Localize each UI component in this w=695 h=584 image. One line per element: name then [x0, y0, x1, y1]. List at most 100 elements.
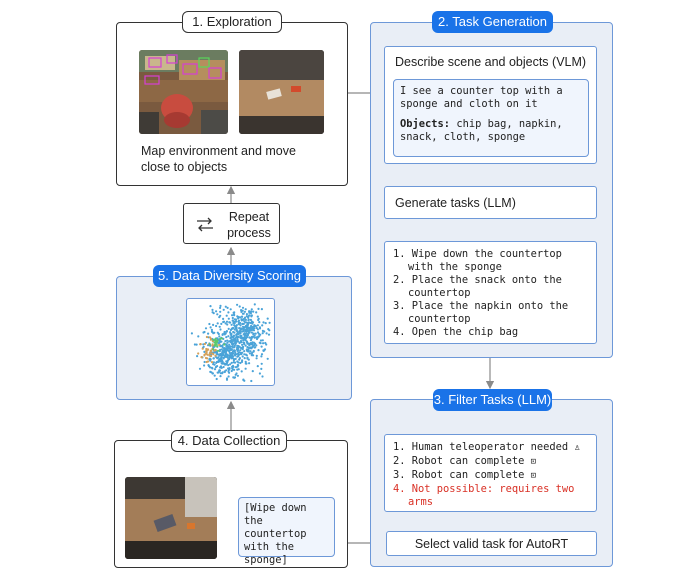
scatter-point: [227, 364, 230, 367]
scatter-point: [252, 329, 256, 332]
scatter-point: [204, 356, 208, 360]
scatter-point: [248, 331, 251, 334]
scatter-point: [218, 339, 221, 342]
scatter-point: [227, 335, 230, 338]
scatter-point: [216, 345, 219, 348]
scatter-point: [259, 339, 263, 342]
scatter-point: [262, 321, 265, 324]
scatter-point: [213, 331, 216, 334]
vlm-label: Describe scene and objects (VLM): [395, 55, 587, 69]
scatter-point: [210, 354, 213, 358]
scatter-point: [249, 350, 252, 353]
scatter-point: [204, 327, 208, 330]
scatter-point: [224, 340, 227, 343]
scatter-point: [222, 365, 225, 369]
scatter-point: [216, 365, 219, 368]
scatter-point: [235, 353, 238, 356]
scatter-point: [257, 349, 260, 352]
scatter-point: [240, 370, 243, 373]
scatter-point: [239, 324, 242, 327]
scatter-point: [225, 320, 229, 323]
scatter-point: [252, 310, 255, 313]
scatter-point: [266, 357, 269, 360]
scatter-point: [232, 346, 235, 349]
scatter-point: [243, 357, 246, 360]
scatter-point: [236, 332, 239, 335]
scatter-point: [213, 363, 216, 366]
filter-title: 3. Filter Tasks (LLM): [433, 389, 552, 411]
scatter-point: [247, 316, 250, 319]
scatter-point: [216, 331, 219, 334]
scatter-point: [251, 325, 254, 328]
exploration-counter-image: [239, 50, 324, 134]
scatter-point: [239, 361, 242, 365]
scatter-point: [245, 332, 248, 335]
scatter-point: [220, 340, 223, 343]
scatter-point: [216, 371, 219, 374]
scatter-point: [215, 324, 218, 328]
scatter-point: [216, 322, 219, 325]
scatter-point: [242, 327, 245, 330]
scatter-point: [243, 341, 246, 345]
task-generation-title: 2. Task Generation: [432, 11, 553, 33]
scatter-point: [208, 322, 211, 326]
scatter-point: [211, 372, 214, 375]
scatter-point: [225, 336, 228, 339]
scatter-point: [254, 346, 257, 349]
scatter-point: [203, 364, 206, 367]
vlm-description: I see a counter top with a sponge and cl…: [400, 85, 563, 110]
scatter-point: [247, 342, 250, 345]
scatter-point: [229, 363, 232, 366]
scatter-point: [228, 355, 231, 358]
generate-tasks-label: Generate tasks (LLM): [395, 196, 516, 210]
scatter-point: [214, 337, 217, 340]
task-list-item: 2. Place the snack onto the countertop: [393, 274, 562, 299]
scatter-point: [213, 368, 217, 371]
scatter-point: [222, 317, 225, 320]
scatter-point: [256, 365, 259, 368]
scatter-point: [252, 354, 255, 357]
scatter-point: [234, 318, 238, 321]
scatter-point: [239, 352, 242, 356]
scatter-point: [228, 367, 231, 370]
diversity-title: 5. Data Diversity Scoring: [153, 265, 306, 287]
scatter-point: [233, 349, 236, 352]
scatter-point: [221, 371, 224, 374]
filter-item-text: 1. Human teleoperator needed: [393, 441, 569, 453]
scatter-point: [236, 355, 239, 358]
scatter-point: [220, 355, 223, 358]
collection-task-text: [Wipe down the countertop with the spong…: [238, 497, 335, 566]
scatter-point: [236, 344, 239, 347]
scatter-point: [245, 349, 249, 352]
scatter-point: [256, 331, 260, 334]
scatter-point: [219, 375, 222, 378]
scatter-point: [208, 354, 211, 357]
scatter-point: [221, 351, 224, 354]
scatter-point: [218, 369, 221, 372]
scatter-point: [213, 349, 216, 352]
scatter-point: [247, 318, 250, 321]
scatter-point: [236, 360, 239, 363]
scatter-point: [250, 331, 253, 334]
exploration-map-image: [139, 50, 228, 134]
scatter-point: [217, 356, 220, 359]
scatter-point: [252, 335, 255, 338]
scatter-point: [241, 330, 244, 333]
scatter-point: [233, 376, 237, 379]
scatter-point: [218, 335, 221, 338]
collection-image: [125, 477, 217, 559]
repeat-box: Repeat process: [183, 203, 280, 244]
scatter-point: [218, 325, 221, 328]
person-icon: ♙: [574, 443, 580, 453]
scatter-point: [234, 341, 237, 344]
scatter-point: [254, 332, 257, 335]
scatter-point: [219, 306, 222, 309]
scatter-point: [230, 357, 233, 360]
scatter-point: [250, 379, 253, 383]
task-list-item: 3. Place the napkin onto the countertop: [393, 300, 569, 325]
scatter-point: [229, 308, 232, 311]
diversity-scatter-plot: [186, 298, 275, 386]
scatter-point: [260, 367, 263, 370]
scatter-point: [239, 339, 243, 343]
scatter-point: [219, 310, 222, 313]
